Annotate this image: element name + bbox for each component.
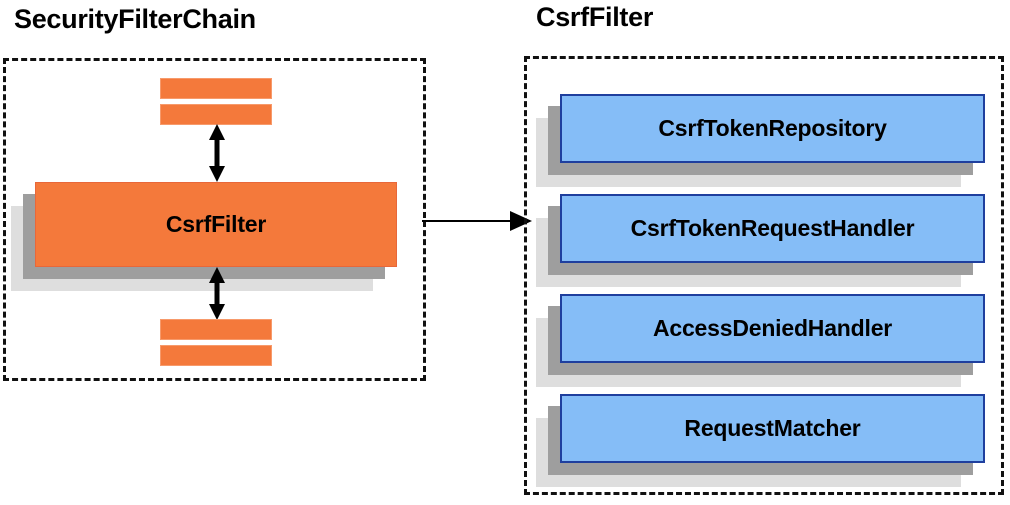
component-label: CsrfTokenRequestHandler bbox=[560, 194, 985, 263]
filter-bar-top-2 bbox=[160, 104, 272, 125]
csrf-filter-region bbox=[524, 56, 1004, 495]
component-box-request-matcher[interactable]: RequestMatcher bbox=[536, 394, 985, 487]
page-title-security-filter-chain: SecurityFilterChain bbox=[14, 4, 256, 34]
filter-bar-top-1 bbox=[160, 78, 272, 99]
component-box-csrf-token-request-handler[interactable]: CsrfTokenRequestHandler bbox=[536, 194, 985, 287]
page-title-csrf-filter: CsrfFilter bbox=[536, 2, 654, 32]
component-box-access-denied-handler[interactable]: AccessDeniedHandler bbox=[536, 294, 985, 387]
csrf-filter-label: CsrfFilter bbox=[35, 182, 397, 267]
component-label: RequestMatcher bbox=[560, 394, 985, 463]
csrffilter-upstream-arrow bbox=[208, 124, 226, 182]
component-box-csrf-token-repository[interactable]: CsrfTokenRepository bbox=[536, 94, 985, 187]
csrf-filter-highlight-box[interactable]: CsrfFilter bbox=[11, 182, 397, 291]
filter-bar-bottom-1 bbox=[160, 319, 272, 340]
component-label: CsrfTokenRepository bbox=[560, 94, 985, 163]
filter-bar-bottom-2 bbox=[160, 345, 272, 366]
chain-to-csrf-arrow-icon bbox=[422, 210, 532, 232]
csrffilter-downstream-arrow bbox=[208, 267, 226, 320]
component-label: AccessDeniedHandler bbox=[560, 294, 985, 363]
security-filter-chain-region bbox=[3, 58, 426, 381]
